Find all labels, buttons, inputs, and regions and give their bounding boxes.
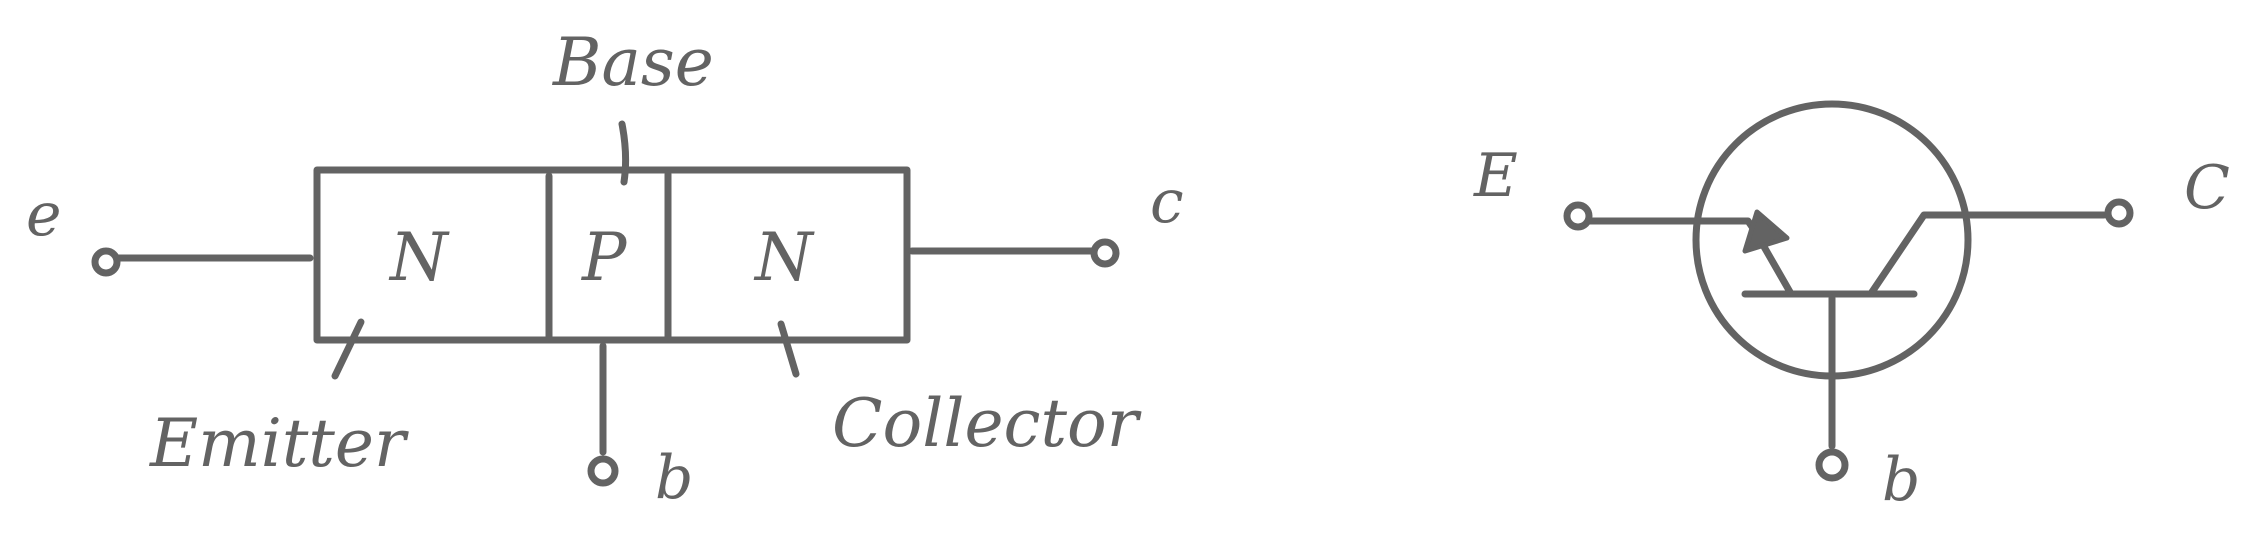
emitter-callout-line [331,318,365,380]
base-callout-label: Base [552,24,714,101]
emitter-callout-label: Emitter [149,405,409,482]
emitter-arrowhead [1742,209,1790,254]
base-terminal-label: b [1882,445,1920,515]
semiconductor-block [313,166,911,344]
collector-terminal-label: C [2184,153,2230,223]
collector-lead [1868,211,2108,296]
collector-terminal [2104,198,2134,228]
base-terminal [1815,448,1849,482]
base-terminal-label: b [655,443,693,513]
region-label-p-base: P [581,219,628,296]
collector-terminal-label: c [1150,167,1184,237]
collector-callout-label: Collector [832,385,1142,462]
npn-schematic-symbol: b C E [1473,100,2230,515]
collector-callout-line [777,320,800,378]
npn-block-diagram: N P N e c b Base Emitter Collector [26,24,1184,513]
emitter-terminal-label: e [26,180,62,250]
emitter-terminal [1563,201,1593,231]
emitter-terminal-label: E [1473,141,1518,211]
collector-terminal [1090,238,1120,268]
region-label-n-collector: N [753,219,815,296]
base-terminal [587,455,619,487]
emitter-terminal [91,247,121,277]
region-label-n-emitter: N [388,219,450,296]
base-callout-line [618,120,630,186]
